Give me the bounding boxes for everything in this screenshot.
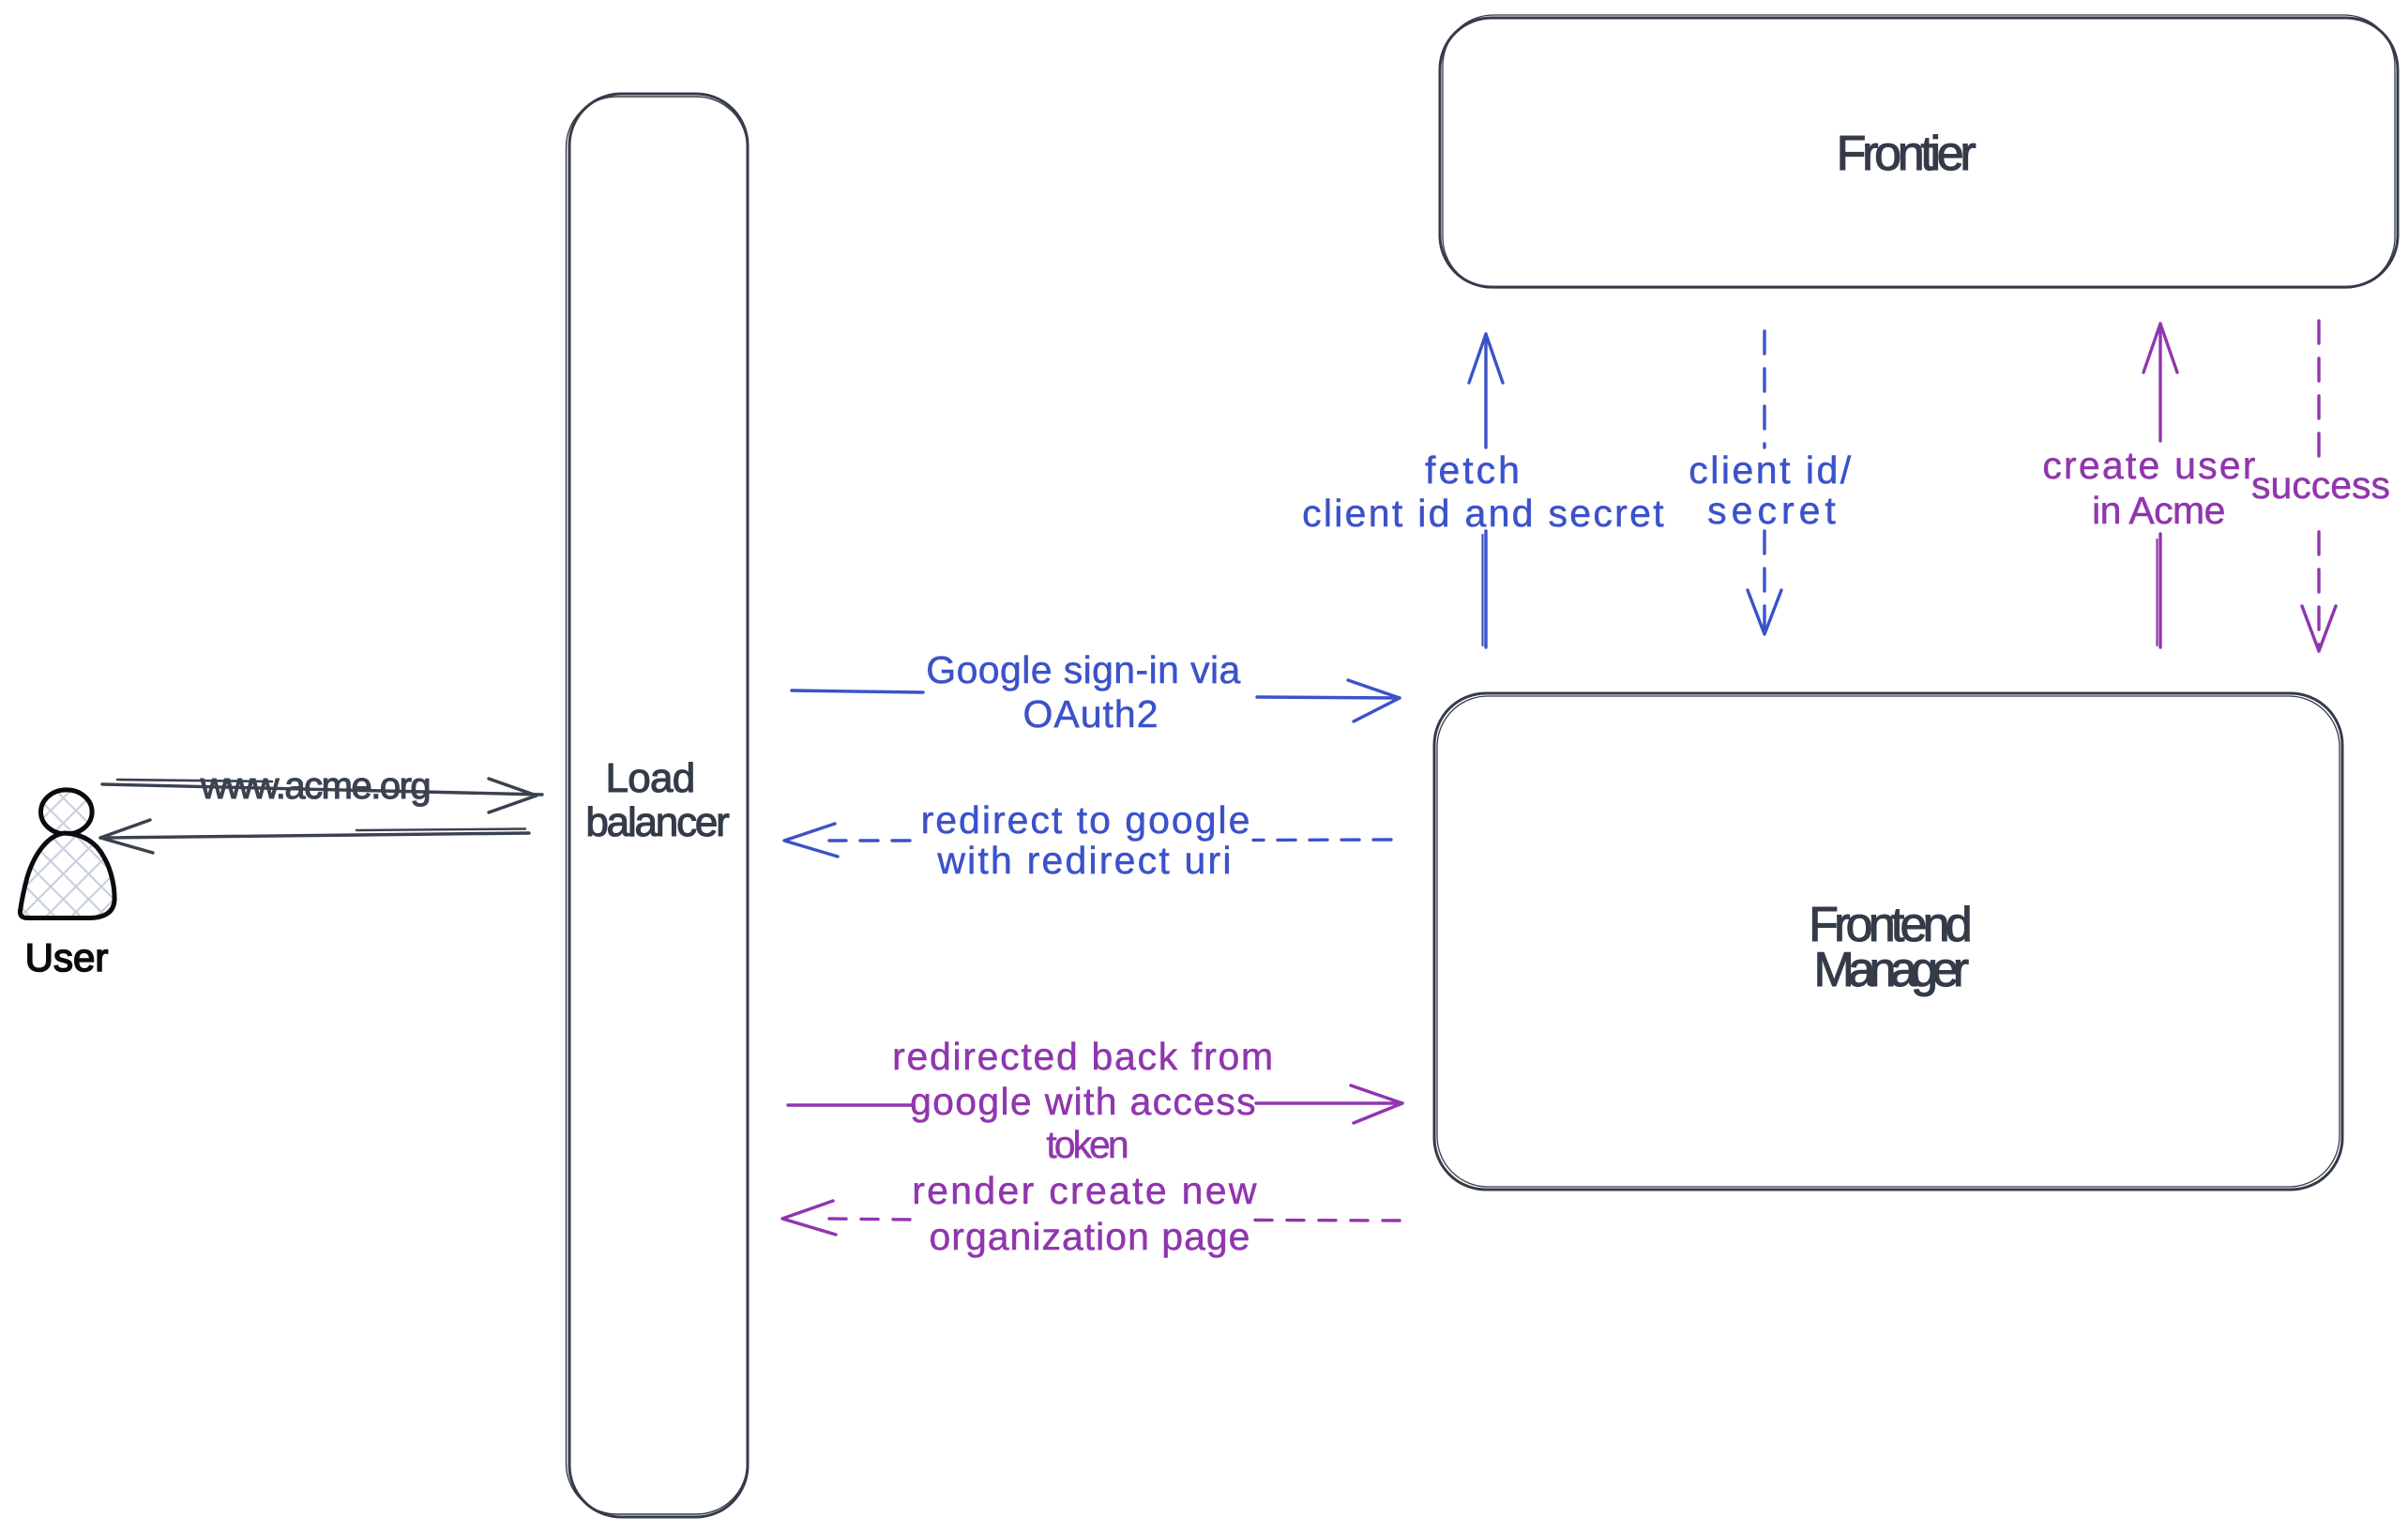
svg-text:with redirect uri: with redirect uri	[936, 839, 1233, 882]
svg-text:Load: Load	[605, 755, 694, 801]
svg-text:redirected back from: redirected back from	[892, 1035, 1275, 1078]
svg-text:balancer: balancer	[585, 799, 729, 845]
svg-text:redirect to google: redirect to google	[921, 798, 1252, 842]
svg-text:OAuth2: OAuth2	[1022, 692, 1159, 736]
svg-text:organization page: organization page	[930, 1215, 1251, 1258]
svg-text:success: success	[2251, 463, 2390, 507]
svg-text:Frontier: Frontier	[1837, 127, 1976, 181]
svg-text:User: User	[25, 935, 109, 979]
svg-text:client id/: client id/	[1689, 448, 1853, 492]
svg-text:fetch: fetch	[1425, 448, 1522, 492]
svg-text:google with access: google with access	[910, 1080, 1257, 1123]
svg-text:www.acme.org: www.acme.org	[200, 766, 430, 807]
svg-text:client id and secret: client id and secret	[1302, 492, 1666, 535]
svg-text:in Acme: in Acme	[2092, 489, 2225, 532]
svg-text:Frontend: Frontend	[1809, 898, 1970, 952]
svg-text:token: token	[1046, 1123, 1127, 1166]
svg-text:Google sign-in via: Google sign-in via	[926, 648, 1240, 691]
svg-text:Manager: Manager	[1813, 943, 1968, 997]
svg-text:secret: secret	[1707, 489, 1840, 532]
svg-text:create user: create user	[2042, 444, 2257, 487]
svg-text:render create new: render create new	[912, 1169, 1259, 1212]
